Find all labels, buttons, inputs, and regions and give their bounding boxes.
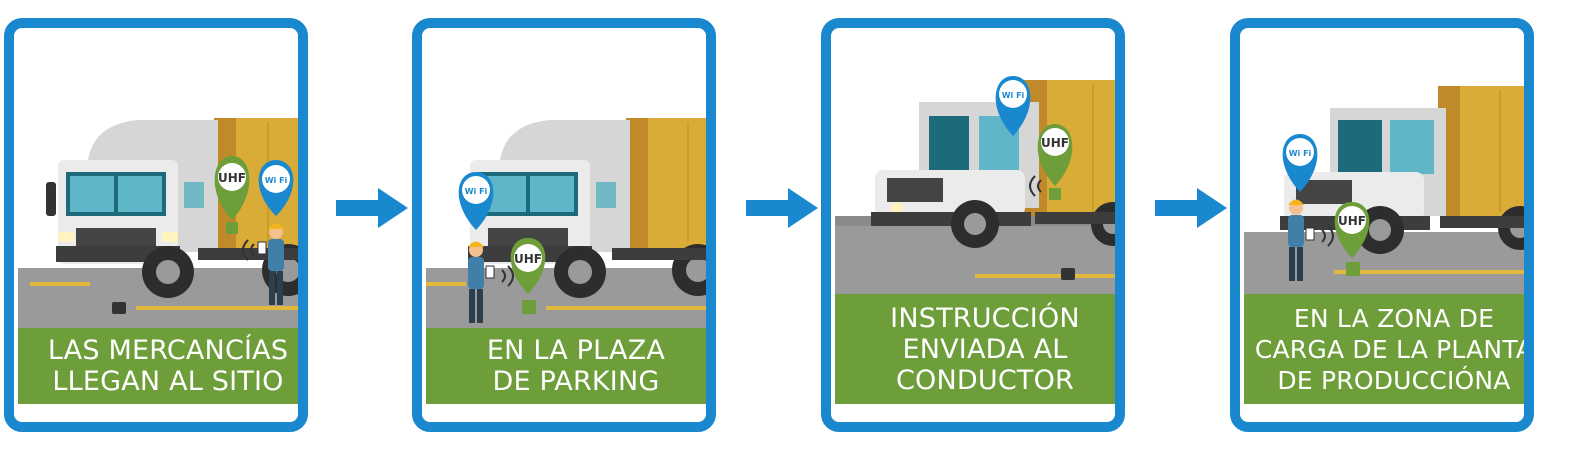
caption-line: INSTRUCCIÓN	[835, 303, 1125, 334]
step-panel-4: Wi Fi UHF EN LA ZONA DE CARGA DE LA PLAN…	[1230, 18, 1534, 432]
step-caption-1: LAS MERCANCÍAS LLEGAN AL SITIO	[18, 328, 308, 404]
caption-line: CONDUCTOR	[835, 365, 1125, 396]
svg-text:UHF: UHF	[1041, 136, 1069, 150]
caption-line: LAS MERCANCÍAS	[18, 335, 308, 366]
step-caption-3: INSTRUCCIÓN ENVIADA AL CONDUCTOR	[835, 294, 1125, 404]
caption-line: CARGA DE LA PLANTA	[1244, 334, 1534, 365]
step-panel-1: UHF Wi Fi LAS MERCANCÍAS LLEGAN AL SITIO	[4, 18, 308, 432]
caption-line: EN LA ZONA DE	[1244, 303, 1534, 334]
rfid-tag-icon	[112, 302, 126, 314]
flow-arrow-icon	[1155, 186, 1227, 230]
svg-text:UHF: UHF	[218, 171, 246, 185]
step-panel-2: Wi Fi UHF EN LA PLAZA DE PARKING	[412, 18, 716, 432]
scene-illustration-3: Wi Fi UHF	[835, 32, 1125, 294]
svg-text:Wi Fi: Wi Fi	[265, 176, 288, 185]
caption-line: DE PARKING	[426, 366, 716, 397]
flow-arrow-icon	[336, 186, 408, 230]
step-panel-3: Wi Fi UHF INSTRUCCIÓN ENVIADA AL CONDUCT…	[821, 18, 1125, 432]
scene-illustration-2: Wi Fi UHF	[426, 32, 716, 328]
scene-illustration-4: Wi Fi UHF	[1244, 32, 1534, 294]
svg-text:Wi Fi: Wi Fi	[1002, 91, 1025, 100]
step-caption-4: EN LA ZONA DE CARGA DE LA PLANTA DE PROD…	[1244, 294, 1534, 404]
svg-text:Wi Fi: Wi Fi	[465, 187, 488, 196]
scene-illustration-1: UHF Wi Fi	[18, 32, 308, 328]
caption-line: LLEGAN AL SITIO	[18, 366, 308, 397]
svg-text:UHF: UHF	[1338, 214, 1366, 228]
svg-text:UHF: UHF	[514, 252, 542, 266]
caption-line: EN LA PLAZA	[426, 335, 716, 366]
step-caption-2: EN LA PLAZA DE PARKING	[426, 328, 716, 404]
caption-line: ENVIADA AL	[835, 334, 1125, 365]
flow-arrow-icon	[746, 186, 818, 230]
rfid-tag-icon	[1061, 268, 1075, 280]
caption-line: DE PRODUCCIÓNA	[1244, 365, 1534, 396]
svg-text:Wi Fi: Wi Fi	[1289, 149, 1312, 158]
